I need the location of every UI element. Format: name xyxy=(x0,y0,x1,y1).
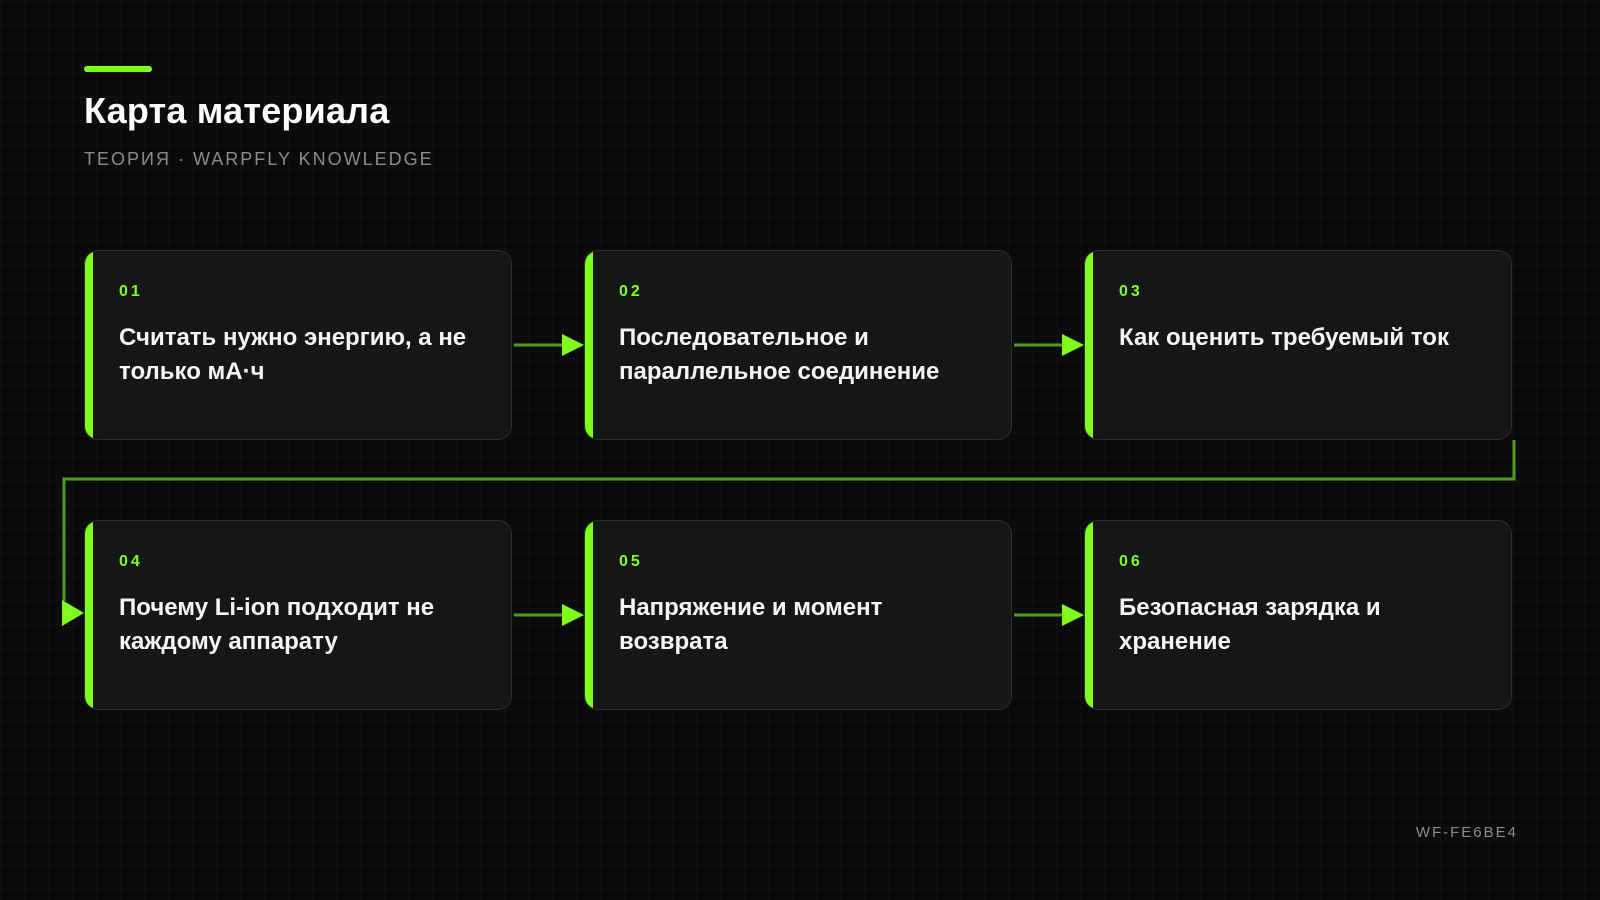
step-title: Безопасная зарядка и хранение xyxy=(1119,594,1381,655)
page-title: Карта материала xyxy=(84,90,390,131)
step-title: Почему Li-ion подходит не каждому аппара… xyxy=(119,594,435,655)
step-number: 05 xyxy=(619,553,643,570)
step-number: 04 xyxy=(119,553,143,570)
step-title: Как оценить требуемый ток xyxy=(1119,324,1449,351)
step-number: 06 xyxy=(1119,553,1143,570)
step-card-05[interactable]: 05 Напряжение и момент возврата xyxy=(584,520,1012,710)
arrowhead-1-2 xyxy=(562,334,584,356)
card-accent-stripe xyxy=(1085,521,1093,709)
arrowhead-2-3 xyxy=(1062,334,1084,356)
card-accent-stripe xyxy=(85,521,93,709)
page-subtitle: ТЕОРИЯ · WARPFLY KNOWLEDGE xyxy=(84,149,434,169)
card-accent-stripe xyxy=(1085,251,1093,439)
card-accent-stripe xyxy=(585,521,593,709)
card-accent-stripe xyxy=(585,251,593,439)
step-card-03[interactable]: 03 Как оценить требуемый ток xyxy=(1084,250,1512,440)
step-number: 01 xyxy=(119,283,143,300)
card-accent-stripe xyxy=(85,251,93,439)
step-card-02[interactable]: 02 Последовательное и параллельное соеди… xyxy=(584,250,1012,440)
step-number: 03 xyxy=(1119,283,1143,300)
step-title: Считать нужно энергию, а не только мА·ч xyxy=(119,324,467,385)
arrowhead-3-4 xyxy=(62,600,84,626)
step-title: Последовательное и параллельное соединен… xyxy=(619,324,940,385)
step-card-04[interactable]: 04 Почему Li-ion подходит не каждому апп… xyxy=(84,520,512,710)
step-number: 02 xyxy=(619,283,643,300)
slide-code: WF-FE6BE4 xyxy=(1415,824,1518,841)
title-accent-bar xyxy=(84,66,152,72)
arrowhead-5-6 xyxy=(1062,604,1084,626)
step-title: Напряжение и момент возврата xyxy=(619,594,883,655)
step-card-06[interactable]: 06 Безопасная зарядка и хранение xyxy=(1084,520,1512,710)
arrowhead-4-5 xyxy=(562,604,584,626)
step-card-01[interactable]: 01 Считать нужно энергию, а не только мА… xyxy=(84,250,512,440)
